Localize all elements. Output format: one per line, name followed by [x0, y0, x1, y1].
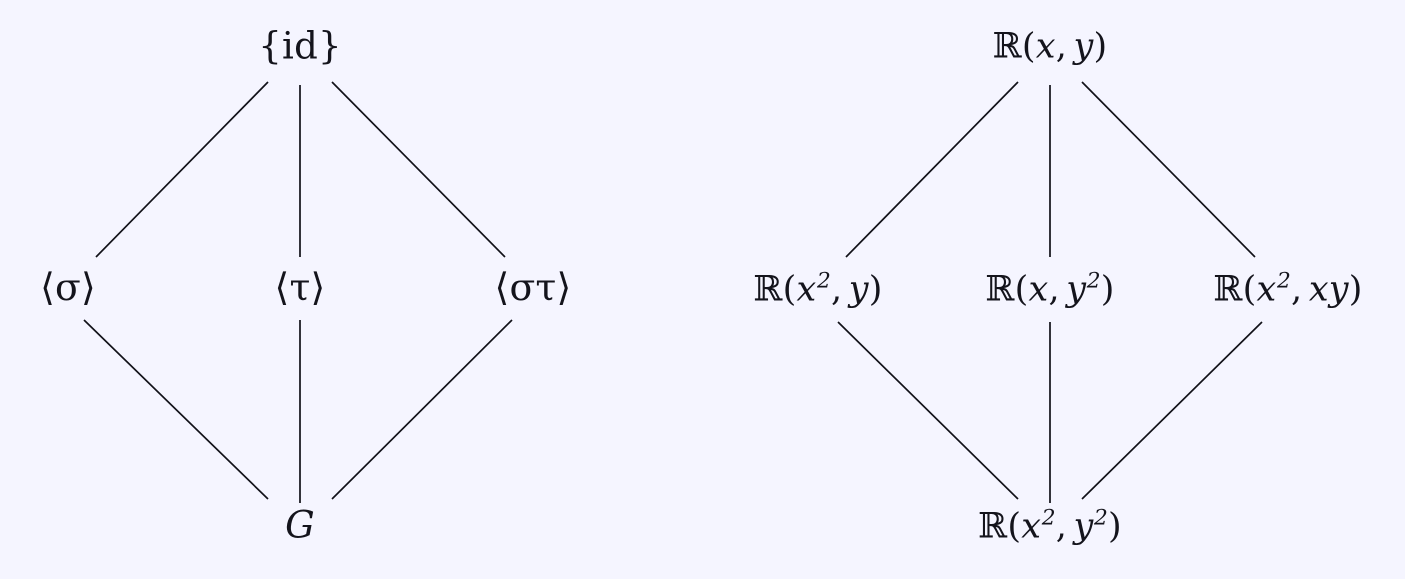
node-field-Rx2xy-label: ℝ(x2, xy)	[1213, 268, 1363, 310]
edge-left-midleft-to-bottom	[83, 319, 269, 500]
edge-right-top-to-midright	[1081, 81, 1256, 258]
node-subgroup-G-label: G	[285, 503, 315, 547]
node-subgroup-sigmatau-label: ⟨στ⟩	[494, 265, 572, 310]
node-subgroup-tau-label: ⟨τ⟩	[274, 265, 326, 310]
node-field-Rx2y2: ℝ(x2, y2)	[978, 505, 1122, 547]
edge-right-top-to-midleft	[845, 81, 1019, 258]
edge-right-midleft-to-bottom	[837, 321, 1019, 500]
node-field-Rx2y: ℝ(x2, y)	[753, 268, 883, 310]
node-subgroup-sigma-label: ⟨σ⟩	[40, 265, 96, 310]
edge-right-midright-to-bottom	[1081, 321, 1263, 500]
edge-left-top-to-midright	[331, 81, 506, 258]
node-subgroup-trivial-label: {id}	[258, 24, 342, 68]
node-field-Rx2y2-label: ℝ(x2, y2)	[978, 505, 1122, 547]
node-subgroup-sigma: ⟨σ⟩	[40, 268, 96, 307]
edge-left-midright-to-bottom	[331, 319, 513, 500]
node-field-Rx2xy: ℝ(x2, xy)	[1213, 268, 1363, 310]
node-field-Rxy-label: ℝ(x, y)	[992, 26, 1108, 67]
node-field-Rxy2: ℝ(x, y2)	[985, 268, 1115, 310]
node-subgroup-sigmatau: ⟨στ⟩	[495, 268, 572, 307]
node-field-Rx2y-label: ℝ(x2, y)	[753, 268, 883, 310]
edge-left-top-to-midleft	[95, 81, 269, 258]
node-subgroup-trivial: {id}	[258, 28, 341, 65]
node-field-Rxy2-label: ℝ(x, y2)	[985, 268, 1115, 310]
node-field-Rxy: ℝ(x, y)	[992, 26, 1108, 67]
node-subgroup-tau: ⟨τ⟩	[275, 268, 326, 307]
node-subgroup-G: G	[285, 507, 315, 544]
